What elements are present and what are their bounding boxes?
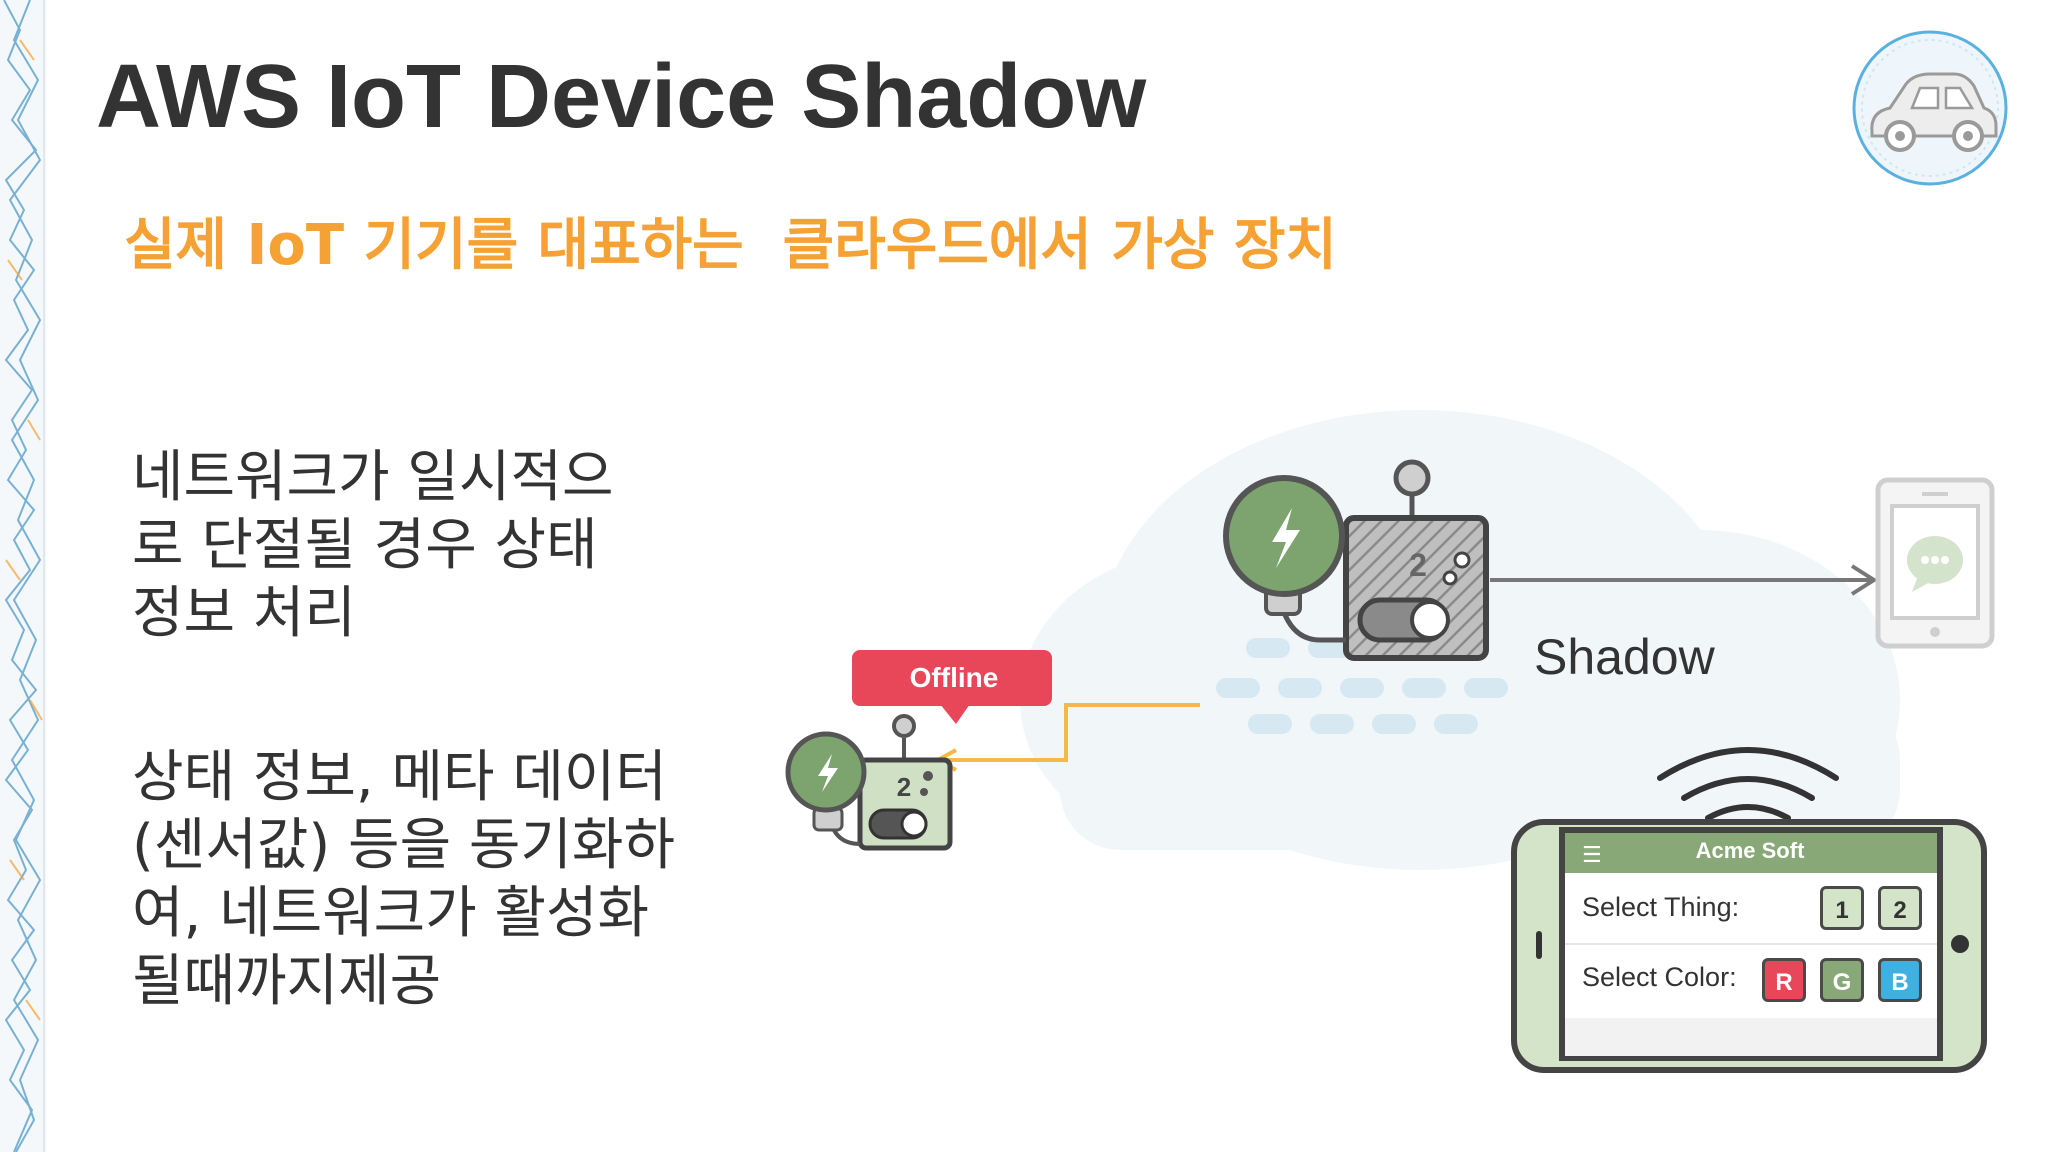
body-text-sync: 상태 정보, 메타 데이터 (센서값) 등을 동기화하 여, 네트워크가 활성화… — [132, 745, 675, 1014]
app-title: Acme Soft — [1695, 838, 1805, 863]
select-thing-label: Select Thing: — [1582, 892, 1740, 922]
shadow-number: 2 — [1409, 547, 1427, 583]
phone-app-mockup — [1511, 819, 1987, 1073]
page-title: AWS IoT Device Shadow — [96, 47, 1147, 147]
offline-badge — [852, 650, 1052, 724]
thing-1-button[interactable]: 1 — [1820, 886, 1864, 930]
body-text-network: 네트워크가 일시적으 로 단절될 경우 상태 정보 처리 — [132, 445, 614, 646]
device-number: 2 — [897, 772, 911, 802]
offline-status-label: Offline — [909, 662, 999, 693]
car-icon — [1852, 30, 2008, 186]
thing-2-button[interactable]: 2 — [1878, 886, 1922, 930]
lightning-bulb-icon — [785, 731, 867, 846]
color-blue-button[interactable]: B — [1878, 958, 1922, 1002]
shadow-to-app-arrow — [1490, 564, 1878, 596]
wifi-signal-icon — [1657, 747, 1839, 821]
lightning-bulb-icon — [1223, 475, 1346, 643]
hamburger-menu-icon[interactable]: ☰ — [1582, 843, 1602, 868]
decorative-border — [0, 0, 46, 1152]
shadow-label: Shadow — [1534, 629, 1715, 685]
color-red-button[interactable]: R — [1762, 958, 1806, 1002]
offline-device: 2 — [857, 714, 953, 851]
tablet-chat-icon — [1875, 477, 1995, 649]
select-color-label: Select Color: — [1582, 962, 1737, 992]
page-subtitle: 실제 IoT 기기를 대표하는 클라우드에서 가상 장치 — [124, 213, 1337, 278]
shadow-device: 2 — [1343, 459, 1489, 661]
color-green-button[interactable]: G — [1820, 958, 1864, 1002]
